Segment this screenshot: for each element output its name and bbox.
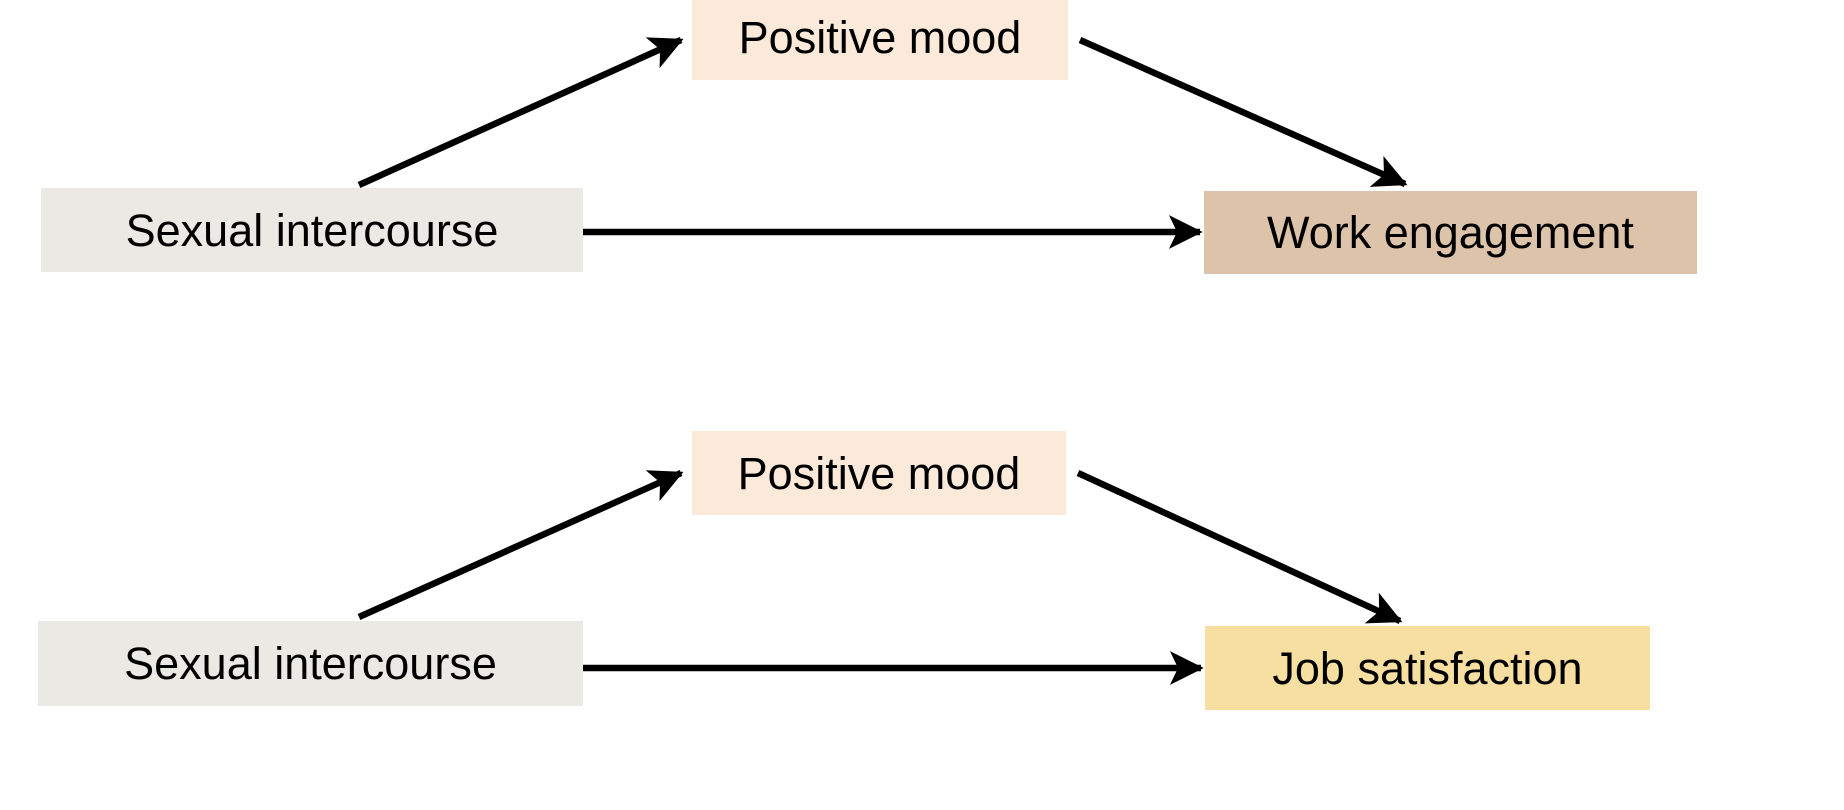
arrow-bottom-si-to-pm — [357, 470, 684, 620]
node-top-outcome-work-engagement[interactable]: Work engagement — [1204, 191, 1697, 274]
arrow-top-si-to-pm — [357, 37, 684, 188]
node-bottom-outcome-job-satisfaction[interactable]: Job satisfaction — [1205, 626, 1650, 710]
node-top-mediator-positive-mood[interactable]: Positive mood — [692, 0, 1068, 80]
arrow-top-pm-to-we — [1078, 37, 1408, 187]
node-top-predictor-sexual-intercourse[interactable]: Sexual intercourse — [41, 188, 583, 272]
node-bottom-mediator-positive-mood[interactable]: Positive mood — [692, 431, 1066, 515]
arrow-bottom-pm-to-js — [1076, 470, 1403, 624]
node-bottom-predictor-sexual-intercourse[interactable]: Sexual intercourse — [38, 621, 583, 706]
